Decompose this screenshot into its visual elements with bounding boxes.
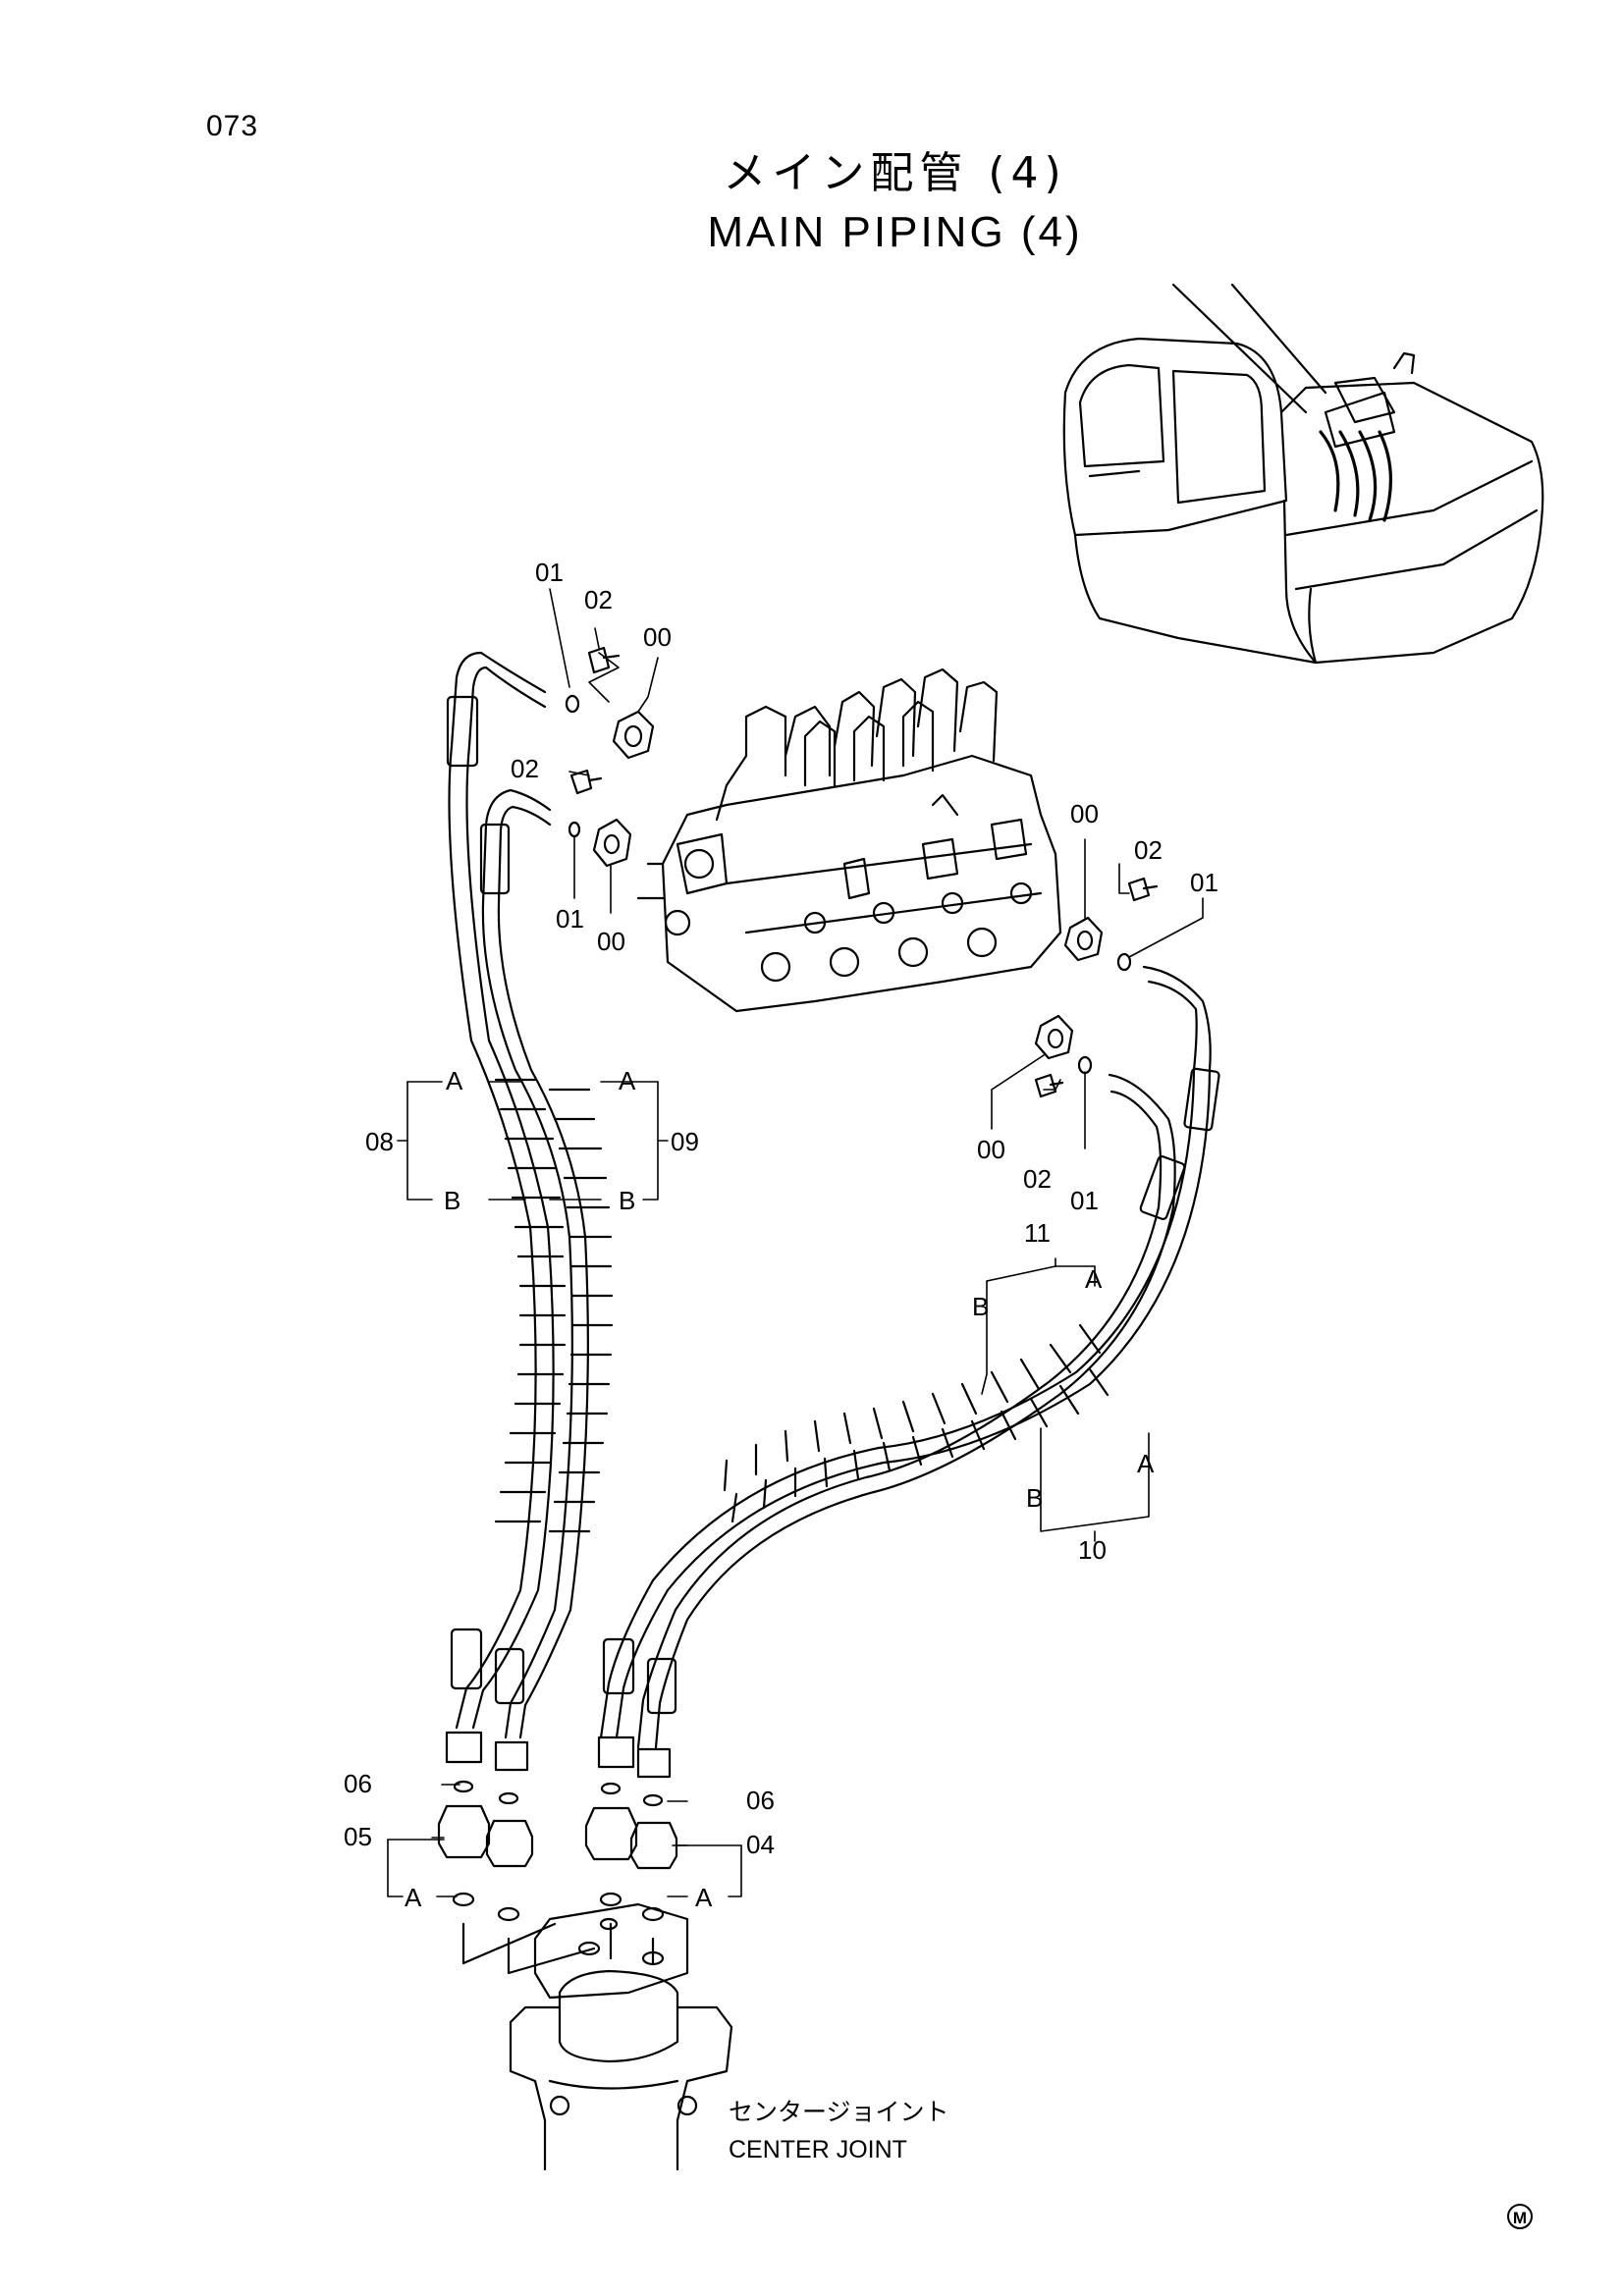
callout-02: 02 (584, 585, 613, 614)
hose-11 (636, 1073, 1176, 1749)
callout-05: 05 (344, 1822, 372, 1851)
center-joint-label-en: CENTER JOINT (729, 2136, 907, 2163)
callout-10: 10 (1078, 1535, 1107, 1565)
end-b-09: B (619, 1186, 635, 1215)
end-b-10: B (1026, 1483, 1043, 1513)
callout-08: 08 (365, 1127, 394, 1156)
leader-lines (431, 588, 1204, 1846)
adapters-and-orings (437, 1780, 678, 1975)
callout-01: 01 (1070, 1186, 1099, 1215)
callout-01: 01 (556, 904, 584, 934)
end-a-11: A (1085, 1264, 1103, 1294)
page-number: 073 (206, 110, 259, 142)
hose-end-fittings-right (597, 1735, 672, 1779)
hose-end-fittings-left (445, 1731, 529, 1772)
end-b-11: B (972, 1292, 989, 1321)
callout-11: 11 (1024, 1218, 1051, 1248)
center-joint-label-jp: センタージョイント (729, 2098, 949, 2126)
callout-01: 01 (1190, 868, 1218, 897)
hose-sleeves-left (446, 695, 614, 1705)
callout-02: 02 (1023, 1164, 1052, 1194)
mark-letter: M (1513, 2209, 1527, 2227)
hose-brackets (387, 1081, 1150, 1897)
callout-02: 02 (1134, 835, 1163, 865)
title-japanese: メイン配管 (4) (723, 148, 1067, 198)
hose-08 (448, 651, 555, 1730)
hose-sleeves-right (602, 1067, 1220, 1715)
control-valve (636, 667, 1062, 1013)
hose-10 (599, 965, 1212, 1739)
end-a-05: A (405, 1883, 422, 1912)
hose-09 (481, 788, 589, 1739)
center-joint (509, 1902, 733, 2171)
end-a-08: A (446, 1066, 463, 1095)
callout-00: 00 (597, 927, 625, 956)
callout-09: 09 (671, 1127, 699, 1156)
end-b-08: B (444, 1186, 460, 1215)
callout-06: 06 (746, 1786, 775, 1815)
excavator-overview (1062, 283, 1544, 665)
callout-00: 00 (643, 622, 672, 652)
callouts: 01 02 00 02 01 00 00 02 01 00 02 01 08 A… (344, 558, 1218, 2163)
title-block: メイン配管 (4) MAIN PIPING (4) (0, 137, 1623, 257)
valve-fittings (565, 646, 1159, 1098)
end-a-04: A (695, 1883, 713, 1912)
callout-00: 00 (977, 1135, 1005, 1164)
end-a-10: A (1137, 1449, 1155, 1478)
end-a-09: A (619, 1066, 636, 1095)
title-english: MAIN PIPING (4) (707, 208, 1083, 256)
callout-06: 06 (344, 1769, 372, 1798)
manufacturer-mark: M (1507, 2204, 1533, 2229)
callout-02: 02 (511, 754, 539, 783)
callout-04: 04 (746, 1830, 775, 1859)
callout-00: 00 (1070, 799, 1099, 828)
callout-01: 01 (535, 558, 564, 587)
